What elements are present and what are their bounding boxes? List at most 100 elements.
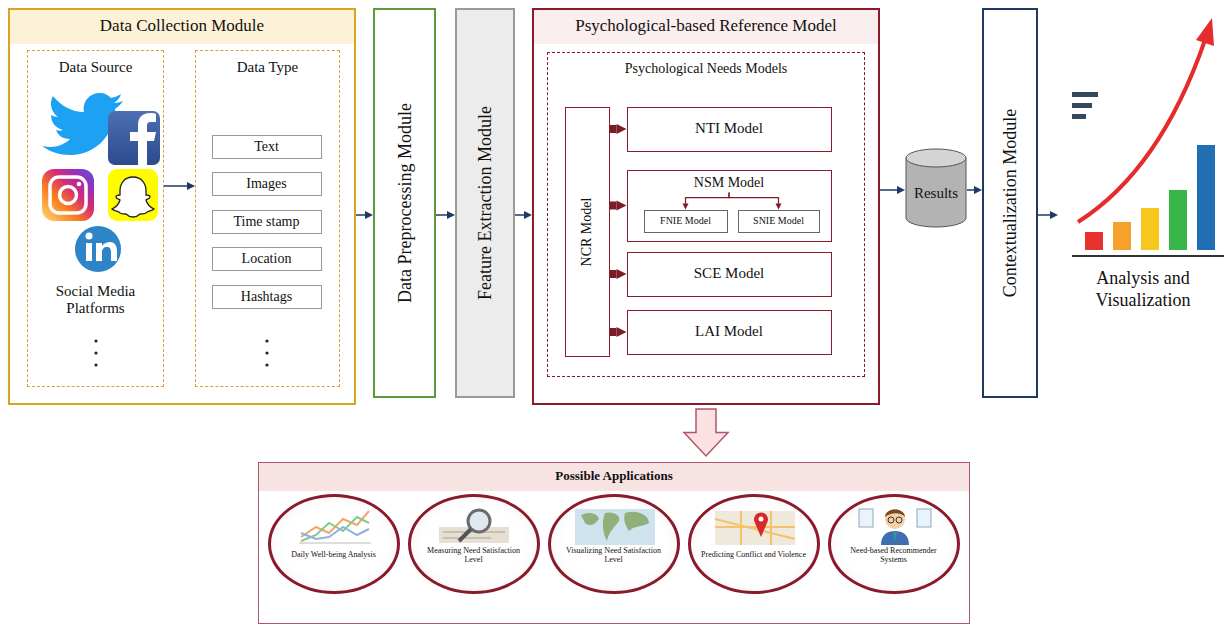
vertical-label: Feature Extraction Module [475, 106, 496, 300]
connector-line [686, 193, 730, 205]
chart-bar [1197, 145, 1215, 250]
arrow-head [617, 201, 627, 211]
chart-baseline [1072, 255, 1224, 257]
applications-panel: Possible Applications Daily Well-being A… [258, 462, 970, 624]
connector-line [356, 214, 366, 216]
connector [967, 186, 982, 194]
type-box: Hashtags [212, 285, 322, 309]
type-box: Images [212, 172, 322, 196]
vertical-label: NCR Model [579, 197, 595, 266]
connector [610, 124, 627, 134]
box-label: LAI Model [695, 323, 763, 340]
type-box: Location [212, 247, 322, 271]
social-icons [28, 51, 162, 385]
arrow-head [1050, 211, 1058, 219]
box-label: Social Media Platforms [37, 283, 155, 318]
type-box: Time stamp [212, 210, 322, 234]
box-heading: Psychological-based Reference Model [575, 16, 837, 36]
module-box: Contextualization Module [982, 8, 1038, 398]
connector [356, 211, 373, 219]
menu-bar [1072, 103, 1092, 108]
connector [880, 186, 905, 194]
connector [436, 211, 455, 219]
connector-line [729, 193, 779, 205]
box-label: Results [914, 186, 958, 203]
recommender-illustration [831, 497, 957, 591]
arrow-head [365, 211, 373, 219]
model-box: Psychological-based Reference ModelPsych… [532, 8, 880, 405]
arrow-head [617, 124, 627, 134]
connector-line [610, 202, 617, 210]
box-label: Images [246, 175, 286, 191]
vertical-label: Data Preprocessing Module [394, 103, 415, 303]
output-arrow [1038, 214, 1052, 216]
box-label: Visualizing Need Satisfaction Level [560, 546, 668, 564]
application-circle: Daily Well-being Analysis [268, 494, 400, 594]
model-group: Psychological Needs ModelsNCR Model NTI M… [547, 52, 865, 377]
icon-caption: Analysis and Visualization [1063, 268, 1223, 311]
box-label: Daily Well-being Analysis [280, 550, 388, 559]
connector [515, 211, 532, 219]
box-heading: Data Source [59, 59, 133, 76]
connector-line [610, 125, 617, 133]
box-heading: Data Type [237, 59, 299, 76]
connector-line [610, 328, 617, 336]
submodel-box: SNIE Model [738, 210, 820, 233]
arrow-head [617, 269, 627, 279]
connector-line [436, 214, 448, 216]
box-label: Text [254, 138, 279, 154]
map-illustration [551, 497, 677, 591]
model-box: LAI Model [627, 310, 832, 355]
conflict-illustration [691, 497, 817, 591]
box-label: Location [242, 250, 292, 266]
trend-arrow-head [1196, 18, 1214, 46]
chart-bar [1141, 208, 1159, 250]
box-label: Hashtags [241, 288, 292, 304]
arrow-head [897, 186, 905, 194]
box-heading: Psychological Needs Models [625, 61, 788, 77]
hollow-arrow [684, 409, 728, 456]
connector [683, 193, 730, 210]
model-box: NSM ModelFNIE Model SNIE Model [627, 170, 832, 242]
box-label: Predicting Conflict and Violence [700, 550, 808, 559]
connector-line [610, 270, 617, 278]
submodel-box: FNIE Model [644, 210, 728, 233]
menu-bar [1072, 114, 1086, 119]
connector [164, 182, 195, 190]
connector [610, 269, 627, 279]
trend-arrow [1078, 40, 1205, 222]
module-box: Feature Extraction Module [455, 8, 515, 398]
box-label: NTI Model [695, 120, 763, 137]
box-heading: Data Collection Module [100, 16, 264, 36]
chart-bar [1113, 222, 1131, 250]
connector-line [967, 189, 975, 191]
connector-line [880, 189, 898, 191]
box-label: Need-based Recommender Systems [840, 546, 948, 564]
connector [684, 409, 728, 456]
chart-bar [1085, 232, 1103, 250]
box-heading: Possible Applications [555, 469, 672, 484]
menu-bar [1072, 92, 1098, 97]
type-box: Text [212, 135, 322, 159]
arrow-head [187, 182, 195, 190]
chart-bar [1169, 190, 1187, 250]
box-heading: NSM Model [694, 175, 764, 191]
module-box: Data Collection Module Data SourceSocial… [8, 8, 356, 405]
vertical-label: Contextualization Module [1000, 109, 1021, 297]
connector [610, 201, 627, 211]
arrow-head [447, 211, 455, 219]
connector-line [515, 214, 525, 216]
arrow-head [974, 186, 982, 194]
connector-line [164, 185, 188, 187]
arrow-head [524, 211, 532, 219]
box-label: Measuring Need Satisfaction Level [420, 546, 528, 564]
arrow-head [617, 327, 627, 337]
arrow-head [776, 204, 782, 210]
box-label: FNIE Model [660, 215, 711, 227]
application-circle: Predicting Conflict and Violence [688, 494, 820, 594]
box-label: Time stamp [234, 213, 300, 229]
box-label: SCE Model [694, 265, 764, 282]
source-group: Data SourceSocial Media Platforms [27, 50, 164, 387]
database: Results [905, 148, 967, 228]
